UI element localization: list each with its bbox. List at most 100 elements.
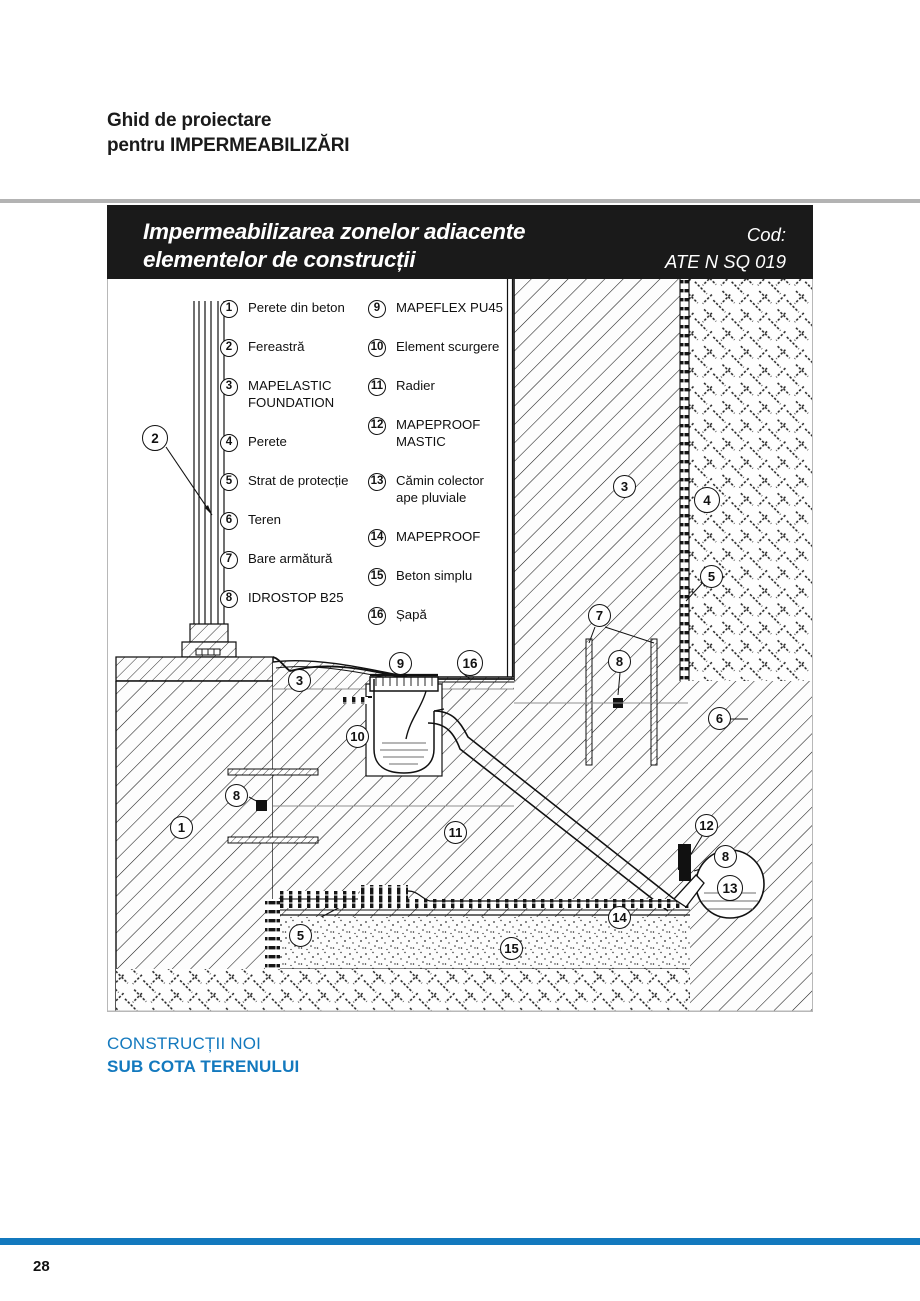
legend-number: 16 (368, 607, 386, 625)
marker-5a: 5 (700, 565, 723, 588)
legend-label: IDROSTOP B25 (248, 590, 344, 605)
legend-label: MAPEPROOF (396, 529, 481, 544)
legend-number: 5 (220, 473, 238, 491)
legend-item-6: 6 Teren (220, 512, 281, 530)
legend-item-16: 16 Șapă (368, 607, 427, 625)
document-header: Ghid de proiectare pentru IMPERMEABILIZĂ… (107, 108, 350, 158)
footer-rule (0, 1238, 920, 1245)
rebar-bars-left-wall (227, 768, 319, 844)
legend-label: Cămin colector ape pluviale (396, 473, 484, 505)
marker-12: 12 (695, 814, 718, 837)
marker-7: 7 (588, 604, 611, 627)
marker-11: 11 (444, 821, 467, 844)
drain-pipe (427, 708, 675, 912)
legend-label: Perete (248, 434, 287, 449)
legend-item-5: 5 Strat de protecție (220, 473, 348, 491)
legend-label: Element scurgere (396, 339, 500, 354)
header-divider-rule (0, 199, 920, 203)
legend-label: Șapă (396, 607, 427, 622)
legend-number: 9 (368, 300, 386, 318)
legend-item-4: 4 Perete (220, 434, 287, 452)
caption-line-1: CONSTRUCȚII NOI (107, 1034, 262, 1053)
marker-2: 2 (142, 425, 168, 451)
legend-item-12: 12 MAPEPROOF MASTIC (368, 417, 480, 450)
drain-element (365, 676, 443, 777)
legend-label: MAPEPROOF MASTIC (396, 417, 481, 449)
construction-joint-lines (273, 702, 688, 807)
blinding-concrete (116, 917, 690, 1011)
marker-8d: 8 (714, 845, 737, 868)
legend-item-7: 7 Bare armătură (220, 551, 332, 569)
legend-label: MAPEFLEX PU45 (396, 300, 504, 315)
legend-number: 10 (368, 339, 386, 357)
drawing-title-line-1: Impermeabilizarea zonelor adiacente (143, 219, 526, 244)
legend-label: Radier (396, 378, 435, 393)
drawing-title: Impermeabilizarea zonelor adiacente elem… (143, 218, 663, 274)
legend-number: 14 (368, 529, 386, 547)
legend-number: 7 (220, 551, 238, 569)
marker-10: 10 (346, 725, 369, 748)
legend-number: 12 (368, 417, 386, 435)
marker-13: 13 (717, 875, 743, 901)
legend-number: 6 (220, 512, 238, 530)
legend-label: Bare armătură (248, 551, 333, 566)
marker-16: 16 (457, 650, 483, 676)
marker-4: 4 (694, 487, 720, 513)
legend-number: 3 (220, 378, 238, 396)
rebar-bars (585, 638, 658, 766)
leader-line-window (165, 446, 213, 516)
drawing-caption: CONSTRUCȚII NOI SUB COTA TERENULUI (107, 1032, 299, 1078)
legend-label: MAPELASTIC FOUNDATION (248, 378, 335, 410)
legend-number: 13 (368, 473, 386, 491)
legend-label: Strat de protecție (248, 473, 349, 488)
drawing-title-bar: Impermeabilizarea zonelor adiacente elem… (107, 205, 813, 279)
marker-1: 1 (170, 816, 193, 839)
marker-14: 14 (608, 906, 631, 929)
legend-item-1: 1 Perete din beton (220, 300, 345, 318)
legend-item-10: 10 Element scurgere (368, 339, 499, 357)
legend-label: Fereastră (248, 339, 305, 354)
caption-line-2: SUB COTA TERENULUI (107, 1057, 300, 1076)
legend-number: 2 (220, 339, 238, 357)
marker-6: 6 (708, 707, 731, 730)
leader-line-waterstop-left (248, 796, 261, 804)
legend-item-3: 3 MAPELASTIC FOUNDATION (220, 378, 334, 411)
legend-number: 11 (368, 378, 386, 396)
drawing-code-value: ATE N SQ 019 (665, 251, 786, 272)
marker-8a: 8 (608, 650, 631, 673)
legend-item-8: 8 IDROSTOP B25 (220, 590, 344, 608)
mapeproof-mastic (678, 844, 691, 870)
technical-drawing-frame: 1 Perete din beton 2 Fereastră 3 MAPELAS… (107, 279, 813, 1012)
legend-number: 1 (220, 300, 238, 318)
legend-item-15: 15 Beton simplu (368, 568, 472, 586)
legend-item-9: 9 MAPEFLEX PU45 (368, 300, 503, 318)
marker-3a: 3 (613, 475, 636, 498)
header-line-2: pentru IMPERMEABILIZĂRI (107, 135, 350, 156)
membrane-near-drain (340, 696, 372, 704)
construction-section-drawing (108, 279, 812, 1011)
legend-number: 15 (368, 568, 386, 586)
drawing-code-block: Cod: ATE N SQ 019 (665, 221, 786, 275)
legend-number: 4 (220, 434, 238, 452)
marker-9: 9 (389, 652, 412, 675)
drawing-title-line-2: elementelor de construcții (143, 247, 416, 272)
legend-label: Perete din beton (248, 300, 345, 315)
water-level-lines-drain (380, 742, 428, 765)
legend-label: Beton simplu (396, 568, 473, 583)
page-number: 28 (33, 1258, 50, 1275)
legend-item-2: 2 Fereastră (220, 339, 304, 357)
mapelastic-coating-wall (506, 279, 514, 685)
legend-item-11: 11 Radier (368, 378, 435, 396)
header-line-1: Ghid de proiectare (107, 110, 272, 131)
marker-8b: 8 (225, 784, 248, 807)
window-profile (181, 301, 237, 658)
marker-15: 15 (500, 937, 523, 960)
marker-3b: 3 (288, 669, 311, 692)
legend-item-14: 14 MAPEPROOF (368, 529, 480, 547)
legend-label: Teren (248, 512, 281, 527)
marker-5b: 5 (289, 924, 312, 947)
leader-lines-rebar (588, 626, 655, 696)
drawing-code-label: Cod: (746, 224, 786, 245)
mapelastic-coating-slab (272, 656, 514, 680)
